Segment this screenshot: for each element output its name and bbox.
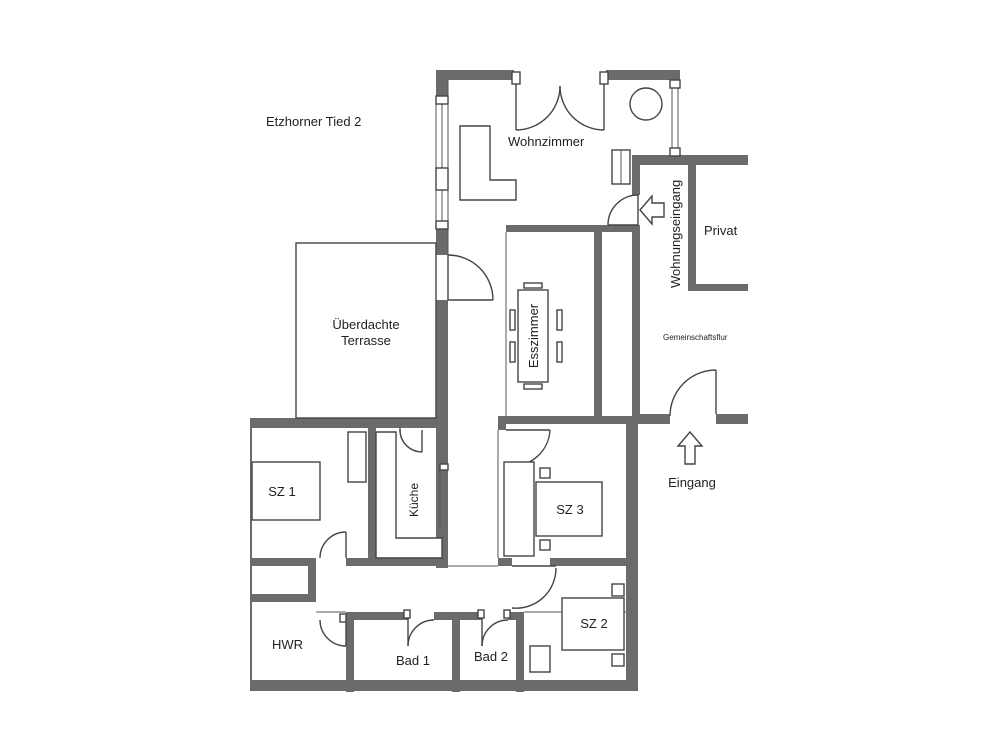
wardrobe-sz1 <box>347 431 367 483</box>
wall-left-top <box>436 70 448 100</box>
room-label-wohnzimmer: Wohnzimmer <box>508 134 585 149</box>
room-label-wohnungseingang: Wohnungseingang <box>668 180 683 288</box>
room-label-terrasse-line2: Terrasse <box>341 333 391 348</box>
room-label-esszimmer: Esszimmer <box>526 303 541 368</box>
room-label-kueche: Küche <box>407 483 421 517</box>
chair <box>556 309 563 331</box>
wall-esszimmer-top <box>506 225 640 232</box>
address-label: Etzhorner Tied 2 <box>266 114 361 129</box>
wall-entrance-left <box>632 155 640 195</box>
wall-bad2-right <box>516 612 524 692</box>
wall-flur-bottom-left <box>632 414 670 424</box>
wall-top-right <box>606 70 680 80</box>
bed-sz1 <box>251 461 321 521</box>
furniture <box>251 87 663 673</box>
chair <box>523 282 543 289</box>
wall-privat-left <box>688 165 696 290</box>
wall-bad1-left <box>346 612 354 692</box>
room-label-terrasse-line1: Überdachte <box>332 317 399 332</box>
wall-esszimmer-bottom <box>506 416 640 424</box>
room-outlines <box>295 79 681 613</box>
walls <box>250 70 748 692</box>
wall-bottom <box>250 680 638 691</box>
room-label-privat: Privat <box>704 223 738 238</box>
wall-left-mid <box>436 225 448 255</box>
room-label-eingang: Eingang <box>668 475 716 490</box>
wall-flur-left <box>632 225 640 420</box>
wall-bad-divider <box>452 612 460 692</box>
dining-table <box>517 289 549 383</box>
wall-privat-bottom <box>688 284 748 291</box>
wall-top-left <box>436 70 514 80</box>
wall-left-outer <box>250 428 252 691</box>
chair <box>523 383 543 390</box>
wall-left-main <box>436 300 448 568</box>
wall-sz3-bottom-a <box>498 558 512 566</box>
wall-sz1-bottom-left <box>250 558 316 566</box>
room-label-sz3: SZ 3 <box>556 502 583 517</box>
room-label-hwr: HWR <box>272 637 303 652</box>
round-table <box>629 87 663 121</box>
wall-sz1-bottom-right <box>346 558 448 566</box>
bed-sz2 <box>561 597 625 651</box>
room-label-bad1: Bad 1 <box>396 653 430 668</box>
wall-sz3-stub <box>498 416 506 430</box>
chair <box>556 341 563 363</box>
wall-hwr-corner <box>308 558 316 602</box>
arrow-left-icon <box>639 194 665 226</box>
room-label-sz1: SZ 1 <box>268 484 295 499</box>
labels: Etzhorner Tied 2 Wohnzimmer Privat Wohnu… <box>266 114 738 668</box>
room-label-bad2: Bad 2 <box>474 649 508 664</box>
desk-sz2 <box>529 645 551 673</box>
wardrobe-sz3 <box>503 461 535 557</box>
room-label-gemeinschaftsflur: Gemeinschaftsflur <box>663 333 728 342</box>
doors <box>319 71 717 647</box>
wall-kueche-left <box>368 418 376 566</box>
wall-hwr-top <box>250 594 316 602</box>
wall-bad1-top-a <box>346 612 408 620</box>
wall-right-outer <box>626 416 638 691</box>
bed-sz3 <box>535 481 603 537</box>
chair <box>509 341 516 363</box>
wall-entrance-top <box>632 155 748 165</box>
terrasse-outline <box>295 242 437 419</box>
sofa <box>459 125 517 201</box>
arrow-up-icon <box>676 430 704 465</box>
room-label-sz2: SZ 2 <box>580 616 607 631</box>
wall-esszimmer-right <box>594 225 602 420</box>
kitchen-counter <box>375 431 443 559</box>
wall-sz1-top <box>250 418 448 428</box>
wall-sz3-bottom-b <box>550 558 634 566</box>
wall-flur-bottom-right <box>716 414 748 424</box>
chair <box>509 309 516 331</box>
